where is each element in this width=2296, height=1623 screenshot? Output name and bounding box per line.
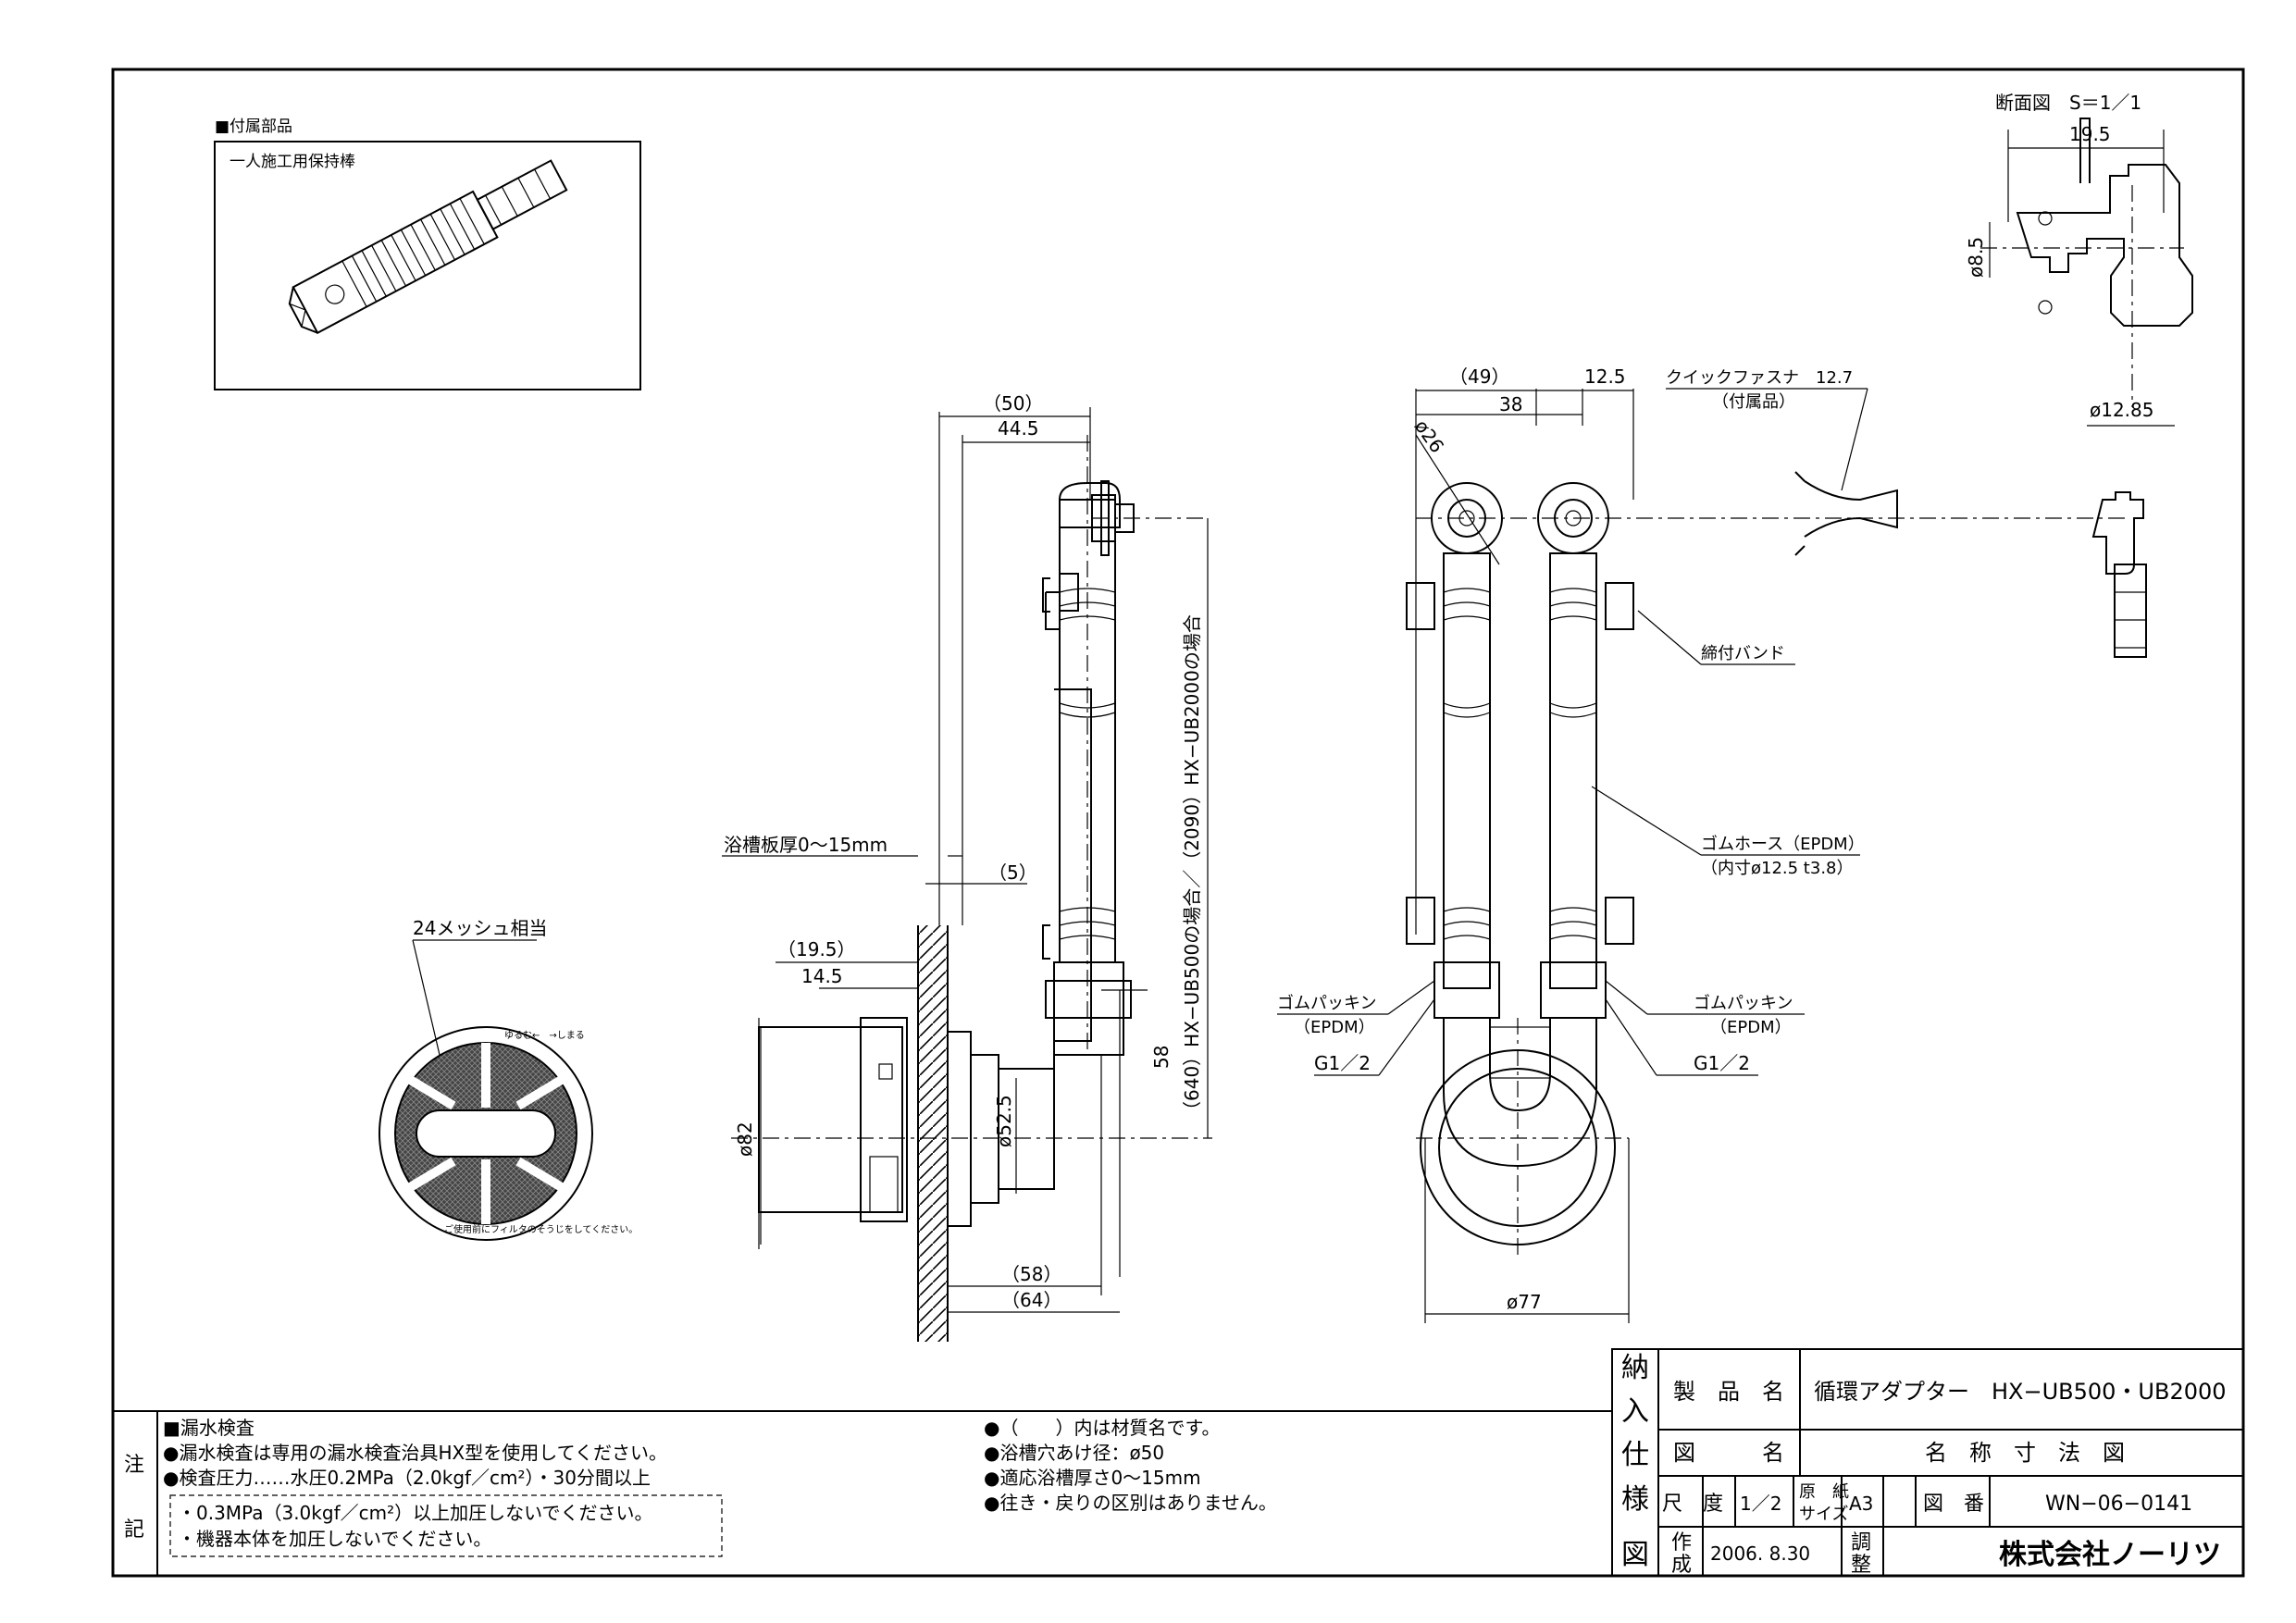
- drawing-label: 図 名: [1673, 1440, 1784, 1466]
- note-3: ●適応浴槽厚さ0〜15mm: [984, 1467, 1201, 1489]
- side-dim-52-5: ø52.5: [993, 1095, 1015, 1147]
- company-name: 株式会社ノーリツ: [1999, 1539, 2221, 1571]
- front-dim-12-5: 12.5: [1584, 365, 1626, 388]
- date-value: 2006. 8.30: [1710, 1542, 1810, 1565]
- outer-border: [111, 68, 2245, 1578]
- quick-fastener-label: クイックファスナ 12.7: [1666, 368, 1853, 388]
- band-label: 締付バンド: [1701, 644, 1785, 663]
- inner-flange: [758, 1026, 903, 1213]
- paper-label-2: サイズ: [1799, 1505, 1848, 1524]
- tub-wall: [918, 925, 948, 1342]
- leak-line-2: ●検査圧力……水圧0.2MPa（2.0kgf／cm²）・30分間以上: [163, 1467, 651, 1489]
- quick-fastener-sub: （付属品）: [1712, 392, 1795, 412]
- side-label-2: 入: [1621, 1395, 1649, 1428]
- scale-label: 尺 度: [1662, 1493, 1723, 1516]
- filter-ring-text-bottom: ご使用前にフィルタのそうじをしてください。: [444, 1223, 638, 1235]
- section-elbow: [2016, 164, 2193, 327]
- hose-sub: （内寸ø12.5 t3.8）: [1701, 859, 1854, 878]
- side-dim-64: （64）: [1001, 1289, 1061, 1311]
- side-label-4: 様: [1621, 1483, 1649, 1516]
- side-dim-58-bottom: （58）: [1001, 1263, 1061, 1285]
- side-view: （50） 44.5 浴槽板厚0〜15mm （5） （19.5） 14.5 ø82…: [722, 392, 1212, 1342]
- accessory-box: [214, 141, 641, 390]
- front-dim-38: 38: [1499, 393, 1522, 415]
- thread-right-label: G1／2: [1694, 1052, 1750, 1074]
- side-dim-58: 58: [1150, 1046, 1173, 1069]
- made-label-1: 作: [1671, 1531, 1692, 1555]
- section-dim-12-85: ø12.85: [2090, 399, 2154, 421]
- note-1: ●（ ）内は材質名です。: [984, 1417, 1220, 1439]
- mesh-label: 24メッシュ相当: [413, 917, 547, 939]
- warning-box: [169, 1494, 723, 1557]
- filter-view: 24メッシュ相当 ゆるむ← →しまる ご使用前にフィルタのそうじをしてください。: [379, 917, 638, 1241]
- filter-ring-text-top: ゆるむ← →しまる: [504, 1030, 585, 1041]
- thread-left-label: G1／2: [1314, 1052, 1371, 1074]
- front-dim-49: （49）: [1449, 365, 1509, 388]
- scale-value: 1／2: [1740, 1493, 1781, 1515]
- made-label-2: 成: [1671, 1554, 1692, 1577]
- side-label-3: 仕: [1621, 1439, 1649, 1471]
- section-view: 断面図 S＝1／1 19.5 ø8.5 ø12.85: [1965, 92, 2193, 427]
- side-dim-5: （5）: [988, 861, 1037, 884]
- note-2: ●浴槽穴あけ径：ø50: [984, 1442, 1164, 1464]
- paper-value: A3: [1849, 1493, 1873, 1515]
- note-4: ●往き・戻りの区別はありません。: [984, 1492, 1277, 1514]
- adjust-label-2: 整: [1851, 1554, 1871, 1577]
- tub-thickness-label: 浴槽板厚0〜15mm: [724, 834, 887, 856]
- leak-heading: ■漏水検査: [163, 1417, 254, 1439]
- quick-fastener-clip: [1804, 480, 1898, 538]
- side-dim-44-5: 44.5: [998, 417, 1039, 440]
- warning-line-1: ・0.3MPa（3.0kgf／cm²）以上加圧しないでください。: [178, 1502, 653, 1524]
- note-label-2: 記: [124, 1518, 144, 1542]
- accessory-heading: ■付属部品: [215, 118, 292, 136]
- hose-label: ゴムホース（EPDM）: [1701, 835, 1865, 854]
- number-label: 図 番: [1923, 1493, 1984, 1516]
- packing-left-sub: （EPDM）: [1294, 1018, 1375, 1037]
- packing-right-label: ゴムパッキン: [1694, 994, 1793, 1013]
- side-dim-50: （50）: [983, 392, 1043, 415]
- accessory-item: 一人施工用保持棒: [230, 153, 355, 171]
- notes-section: 注 記 ■漏水検査 ●漏水検査は専用の漏水検査治具HX型を使用してください。 ●…: [113, 1410, 1612, 1576]
- section-title: 断面図 S＝1／1: [1995, 92, 2141, 114]
- side-label-5: 図: [1621, 1539, 1649, 1571]
- side-length-note: （640）HX−UB500の場合／（2090）HX−UB2000の場合: [1181, 614, 1203, 1120]
- warning-line-2: ・機器本体を加圧しないでください。: [178, 1528, 491, 1550]
- paper-label-1: 原 紙: [1799, 1482, 1849, 1502]
- drawing-name: 名 称 寸 法 図: [1925, 1440, 2125, 1466]
- note-label-1: 注: [124, 1454, 144, 1477]
- packing-right-sub: （EPDM）: [1710, 1018, 1792, 1037]
- side-dim-82: ø82: [734, 1121, 756, 1157]
- section-dim-8-5: ø8.5: [1965, 237, 1987, 278]
- front-dim-77: ø77: [1507, 1291, 1542, 1313]
- side-dim-14-5: 14.5: [801, 965, 843, 987]
- side-label-1: 納: [1621, 1352, 1649, 1384]
- title-block: 納 入 仕 様 図 製 品 名 循環アダプター HX−UB500・UB2000 …: [1611, 1348, 2244, 1577]
- filter-outer-ring: [379, 1026, 593, 1241]
- leak-line-1: ●漏水検査は専用の漏水検査治具HX型を使用してください。: [163, 1442, 667, 1464]
- drawing-number: WN−06−0141: [2045, 1493, 2192, 1516]
- front-view: （49） 38 12.5 ø26 ø77: [1277, 365, 2147, 1323]
- accessory-section: ■付属部品 一人施工用保持棒: [214, 118, 641, 390]
- adjust-label-1: 調: [1851, 1531, 1871, 1555]
- small-elbow: [2091, 491, 2144, 575]
- product-label: 製 品 名: [1673, 1379, 1784, 1405]
- side-dim-19-5: （19.5）: [777, 938, 856, 960]
- product-name: 循環アダプター HX−UB500・UB2000: [1814, 1379, 2227, 1405]
- packing-left-label: ゴムパッキン: [1277, 994, 1376, 1013]
- holder-rod-illustration: [288, 159, 568, 335]
